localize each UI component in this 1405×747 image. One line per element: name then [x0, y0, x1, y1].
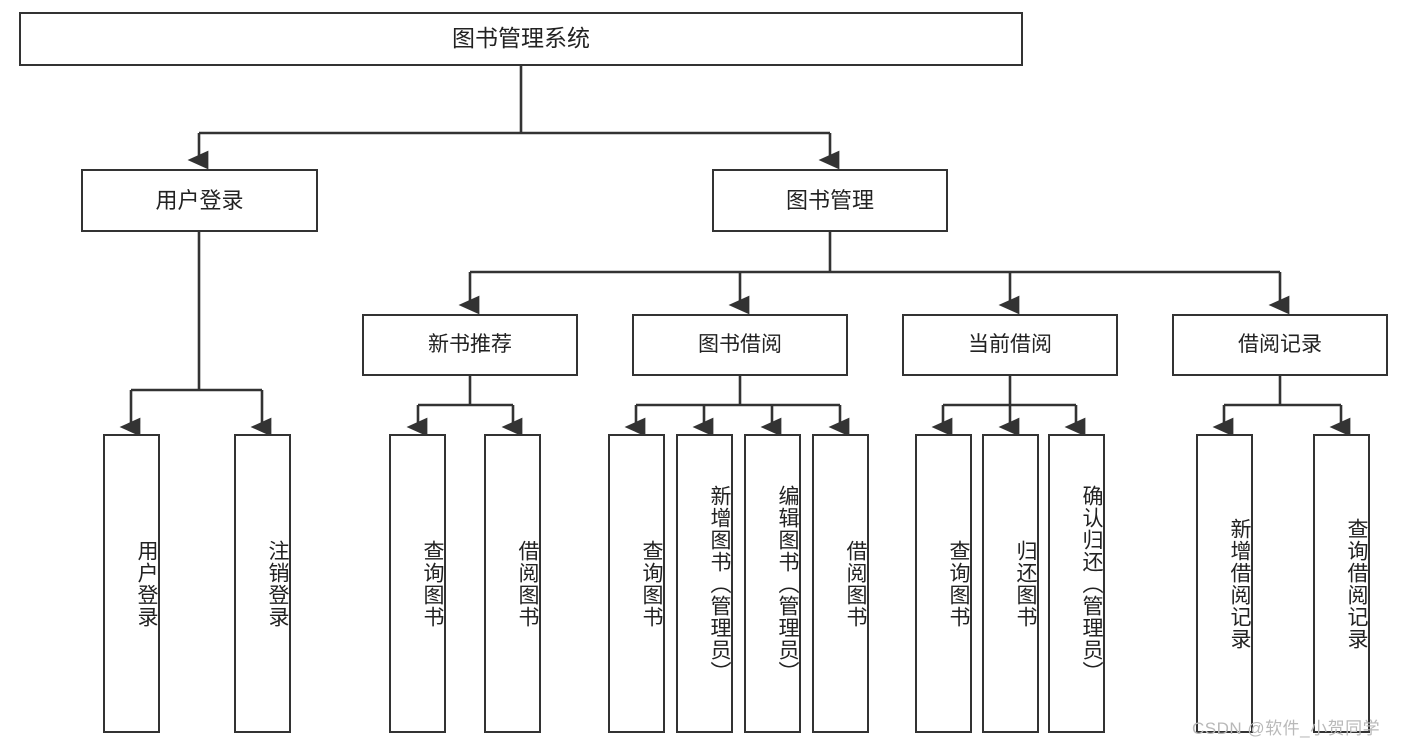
node-label: 确认归还（管理员）: [1080, 484, 1103, 683]
node-label: 查询图书: [947, 539, 970, 628]
node-leaf-logout-login[interactable]: 注销登录: [234, 434, 291, 733]
node-label: 借阅记录: [1238, 332, 1322, 356]
node-label: 新书推荐: [428, 332, 512, 356]
node-label: 归还图书: [1014, 539, 1037, 628]
node-label: 查询图书: [421, 539, 444, 628]
node-leaf-borrow-book-2[interactable]: 借阅图书: [812, 434, 869, 733]
node-leaf-query-book-1[interactable]: 查询图书: [389, 434, 446, 733]
node-leaf-query-book-3[interactable]: 查询图书: [915, 434, 972, 733]
node-leaf-query-record[interactable]: 查询借阅记录: [1313, 434, 1370, 733]
node-label: 用户登录: [155, 187, 244, 213]
node-user-login[interactable]: 用户登录: [81, 169, 318, 232]
node-new-book-recommend[interactable]: 新书推荐: [362, 314, 578, 376]
node-book-manage[interactable]: 图书管理: [712, 169, 948, 232]
node-label: 图书借阅: [698, 332, 782, 356]
node-borrow-record[interactable]: 借阅记录: [1172, 314, 1388, 376]
node-label: 当前借阅: [968, 332, 1052, 356]
node-leaf-user-login[interactable]: 用户登录: [103, 434, 160, 733]
node-leaf-return-book[interactable]: 归还图书: [982, 434, 1039, 733]
node-leaf-edit-book[interactable]: 编辑图书（管理员）: [744, 434, 801, 733]
node-label: 查询图书: [640, 539, 663, 628]
node-leaf-borrow-book-1[interactable]: 借阅图书: [484, 434, 541, 733]
node-book-borrow[interactable]: 图书借阅: [632, 314, 848, 376]
node-label: 图书管理: [785, 187, 874, 213]
node-leaf-add-record[interactable]: 新增借阅记录: [1196, 434, 1253, 733]
node-label: 借阅图书: [516, 539, 539, 628]
node-label: 新增借阅记录: [1228, 517, 1251, 650]
node-leaf-query-book-2[interactable]: 查询图书: [608, 434, 665, 733]
node-current-borrow[interactable]: 当前借阅: [902, 314, 1118, 376]
node-label: 图书管理系统: [452, 25, 590, 52]
node-label: 查询借阅记录: [1345, 517, 1368, 650]
csdn-watermark: CSDN @软件_小贺同学: [1192, 719, 1381, 738]
node-leaf-add-book[interactable]: 新增图书（管理员）: [676, 434, 733, 733]
node-leaf-confirm-return[interactable]: 确认归还（管理员）: [1048, 434, 1105, 733]
node-root-system[interactable]: 图书管理系统: [19, 12, 1023, 66]
node-label: 用户登录: [135, 539, 158, 628]
node-label: 新增图书（管理员）: [708, 484, 731, 683]
node-label: 借阅图书: [844, 539, 867, 628]
node-label: 编辑图书（管理员）: [776, 484, 799, 683]
node-label: 注销登录: [266, 539, 289, 628]
